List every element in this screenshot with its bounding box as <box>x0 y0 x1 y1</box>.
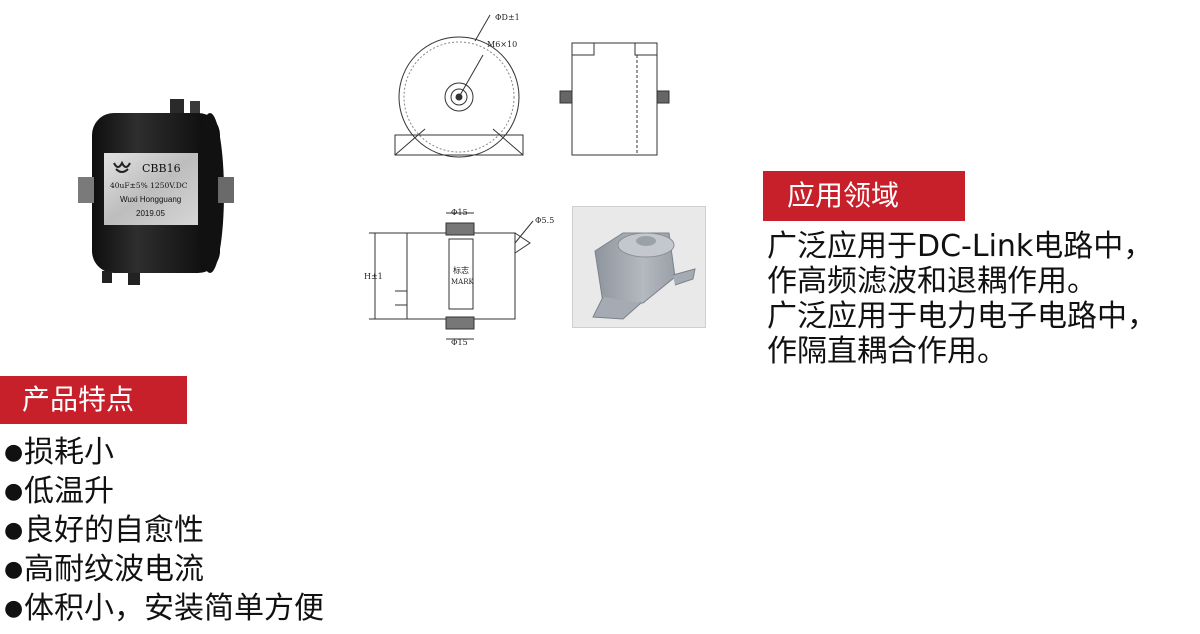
applications-text: 广泛应用于DC-Link电路中， 作高频滤波和退耦作用。 广泛应用于电力电子电路… <box>767 229 1200 369</box>
label-maker: Wuxi Hongguang <box>120 195 181 204</box>
feature-item: ●良好的自愈性 <box>4 513 204 548</box>
label-rating: 40uF±5% 1250V.DC <box>110 181 188 190</box>
bullet-icon: ● <box>4 518 24 543</box>
bullet-icon: ● <box>4 557 24 582</box>
label-model: CBB16 <box>142 162 181 175</box>
features-header: 产品特点 <box>0 376 187 424</box>
bullet-icon: ● <box>4 479 24 504</box>
bullet-icon: ● <box>4 596 24 621</box>
top-terminal-label: Φ15 <box>451 208 468 217</box>
application-line: 作高频滤波和退耦作用。 <box>767 264 1097 299</box>
label-date: 2019.05 <box>136 209 165 218</box>
feature-item: ●体积小，安装简单方便 <box>4 591 324 626</box>
bottom-terminal-label: Φ15 <box>451 338 468 347</box>
application-line: 广泛应用于电力电子电路中， <box>767 299 1157 334</box>
hole-label: Φ5.5 <box>535 216 554 225</box>
mark-en: MARK <box>451 278 474 286</box>
applications-header: 应用领域 <box>763 171 965 221</box>
capacitor-3d-render <box>572 206 706 328</box>
diameter-label: ΦD±1 <box>495 13 520 22</box>
mark-cn: 标志 <box>453 265 469 275</box>
application-line: 广泛应用于DC-Link电路中， <box>767 229 1154 264</box>
brand-logo-icon <box>113 160 131 173</box>
bullet-icon: ● <box>4 440 24 465</box>
thread-label: M6×10 <box>487 40 517 49</box>
height-label: H±1 <box>364 272 383 281</box>
feature-item: ●低温升 <box>4 474 114 509</box>
application-line: 作隔直耦合作用。 <box>767 334 1007 369</box>
feature-item: ●高耐纹波电流 <box>4 552 204 587</box>
capacitor-photo: CBB16 40uF±5% 1250V.DC Wuxi Hongguang 20… <box>78 99 234 285</box>
technical-drawing: ΦD±1 M6×10 Φ15 Φ5.5 H±1 标志 MARK Φ15 <box>364 13 670 347</box>
feature-item: ●损耗小 <box>4 435 114 470</box>
features-list: ●损耗小 ●低温升 ●良好的自愈性 ●高耐纹波电流 ●体积小，安装简单方便 <box>4 433 324 628</box>
